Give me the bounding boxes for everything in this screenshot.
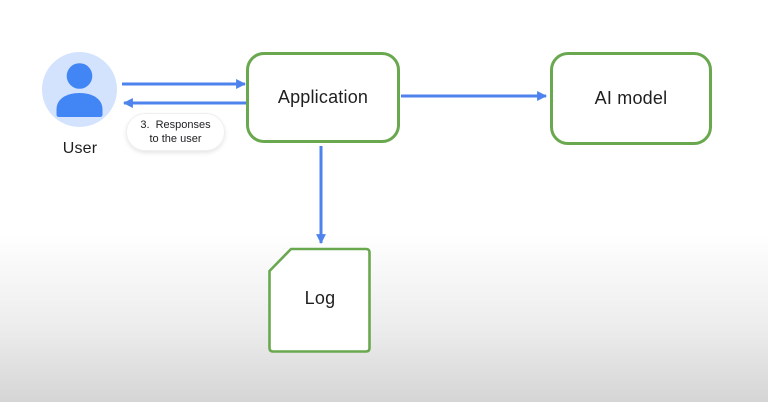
- ai-model-node: AI model: [550, 52, 712, 145]
- responses-callout-bubble: 3. Responses to the user: [126, 113, 225, 151]
- bubble-line-2: to the user: [149, 133, 202, 145]
- log-node-label: Log: [304, 288, 336, 308]
- application-node: Application: [246, 52, 400, 143]
- application-node-label: Application: [277, 87, 369, 107]
- user-avatar: [42, 52, 117, 127]
- bubble-line-1: 3. Responses: [140, 119, 211, 131]
- ai-model-node-label: AI model: [594, 88, 668, 108]
- log-document-shape: [268, 247, 371, 353]
- user-node-label: User: [62, 140, 98, 157]
- person-icon: [56, 63, 103, 117]
